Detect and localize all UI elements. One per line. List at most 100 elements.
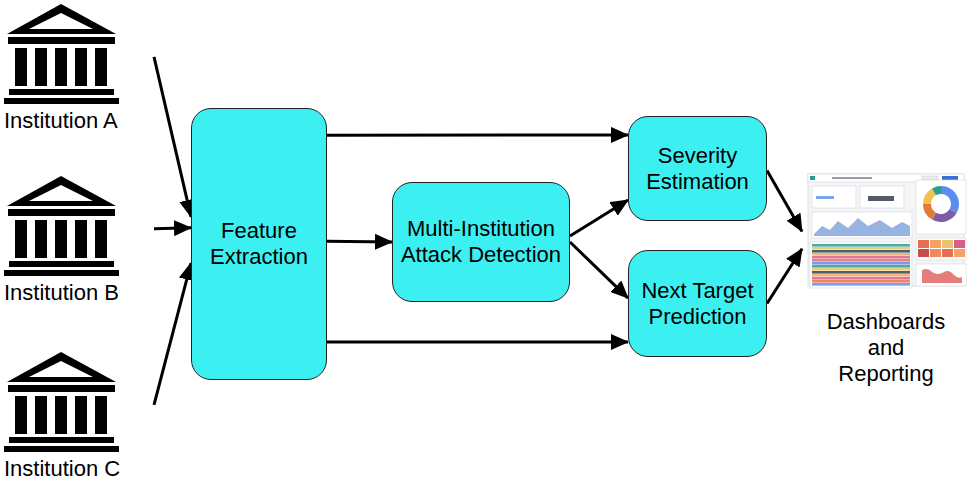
process-box: Feature Extraction [191,108,327,380]
node-label: Institution B [4,280,119,306]
column [55,396,67,434]
arrow-connector [154,263,191,405]
arrow-connector [327,340,628,343]
dashboard-part [868,196,894,201]
donut-slice [941,186,959,213]
node-label: Severity Estimation [635,143,760,195]
arrow-connector [327,240,392,244]
dashboard-part [812,271,910,274]
node-label: Multi-Institution Attack Detection [399,216,563,268]
roof [7,176,116,206]
node-label: Dashboards and Reporting [821,309,951,387]
dashboard-part [942,249,953,257]
dashboard-part [942,240,953,248]
entablature [8,385,115,392]
donut-slice [932,186,941,195]
node-label: Feature Extraction [198,218,320,270]
arrow-connector [767,249,802,304]
pediment [29,185,93,201]
arrow-connector [327,133,628,136]
roof [7,352,116,382]
column [95,396,107,434]
step [9,437,114,443]
base [4,98,119,104]
dashboard-part [812,277,910,280]
institution-icon [4,4,119,104]
dashboard-part [810,176,815,180]
dashboard-part [954,249,965,257]
process-box: Severity Estimation [628,116,767,221]
institution-node: Institution A [4,4,154,136]
arrow-connector [154,228,191,229]
dashboard-part [812,186,856,208]
base [4,270,119,276]
dashboard-part [918,240,929,248]
dashboard-part [832,177,872,179]
column [35,48,47,86]
node-label: Institution A [4,108,118,134]
dashboard-part [812,262,910,265]
dashboard-part [860,186,904,208]
column [75,396,87,434]
column [35,396,47,434]
dashboard-part [812,265,910,268]
entablature [8,37,115,44]
dashboard-part [918,249,929,257]
dashboard-part [916,264,966,286]
column [15,396,27,434]
dashboard-part [942,176,958,180]
column [95,220,107,258]
institution-icon [4,352,119,452]
base [4,446,119,452]
dashboard-part [812,283,910,286]
arrow-connector [154,57,191,217]
dashboard-screenshot [802,166,968,298]
arrow-connector [570,200,628,236]
pediment [29,361,93,377]
dashboard-part [930,249,941,257]
column [35,220,47,258]
dashboard-part [812,274,910,277]
dashboard-part [930,240,941,248]
dashboard-part [812,256,910,259]
dashboard-part [812,244,910,247]
node-label: Institution C [4,456,120,482]
dashboard-part [922,176,938,180]
area-chart [814,218,910,236]
dashboard-part [916,238,966,260]
node-label: Next Target Prediction [635,278,760,330]
pediment [29,13,93,29]
dashboard-part [810,242,912,288]
donut-slice [932,209,957,222]
column [75,48,87,86]
donut-slice [923,204,936,220]
column [75,220,87,258]
roof [7,4,116,34]
institution-icon [4,176,119,276]
process-box: Next Target Prediction [628,250,767,357]
step [9,89,114,95]
column [55,220,67,258]
dashboard-part [816,196,834,199]
process-box: Multi-Institution Attack Detection [392,182,570,302]
dashboard-part [812,253,910,256]
institution-node: Institution B [4,176,154,308]
dashboard-part [812,259,910,262]
institution-node: Institution C [4,352,154,484]
dashboard-node: Dashboards and Reporting [802,166,970,384]
map-shape [922,269,962,283]
dashboard-part [812,212,912,238]
arrow-connector [570,242,628,298]
column [15,220,27,258]
dashboard-part [812,268,910,271]
column [15,48,27,86]
dashboard-part [812,250,910,253]
dashboard-part [812,247,910,250]
dashboard-part [812,280,910,283]
arrow-connector [767,171,802,232]
dashboard-part [916,180,966,234]
entablature [8,209,115,216]
column [95,48,107,86]
dashboard-part [954,240,965,248]
